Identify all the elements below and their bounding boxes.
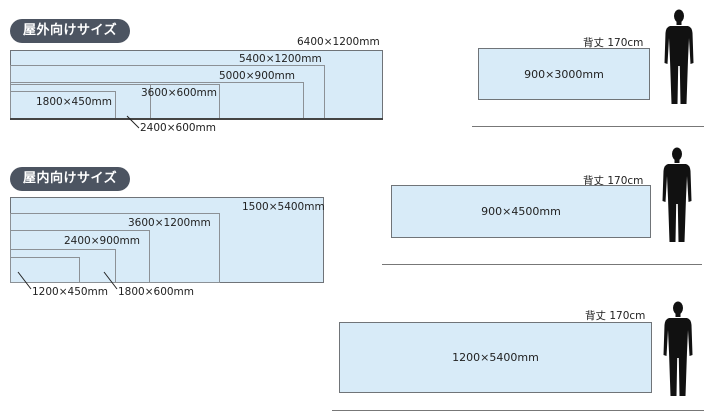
floor-line <box>382 264 702 265</box>
size-box-1500x5400 <box>10 197 324 283</box>
size-label-1200x450: 1200×450mm <box>32 286 109 298</box>
comparison-banner-900x4500: 900×4500mm <box>391 185 651 238</box>
size-box-6400x1200 <box>10 50 383 120</box>
diagram-baseline <box>10 118 383 120</box>
size-label-6400x1200: 6400×1200mm <box>297 36 380 48</box>
floor-line <box>472 126 704 127</box>
person-silhouette-icon <box>663 300 693 398</box>
size-label-1800x450: 1800×450mm <box>36 96 113 108</box>
height-label: 背丈 170cm <box>583 37 644 49</box>
size-label-5000x900: 5000×900mm <box>219 70 296 82</box>
comparison-banner-900x3000: 900×3000mm <box>478 48 650 100</box>
comparison-banner-1200x5400: 1200×5400mm <box>339 322 652 393</box>
floor-line <box>332 410 704 411</box>
person-silhouette-icon <box>664 8 694 106</box>
size-label-2400x600: 2400×600mm <box>140 122 217 134</box>
size-label-3600x600: 3600×600mm <box>141 87 218 99</box>
height-label: 背丈 170cm <box>585 310 646 322</box>
size-label-2400x900: 2400×900mm <box>64 235 141 247</box>
indoor-section-title: 屋内向けサイズ <box>10 167 131 191</box>
banner-size-label: 900×4500mm <box>481 205 561 218</box>
height-label: 背丈 170cm <box>583 175 644 187</box>
size-label-5400x1200: 5400×1200mm <box>239 53 322 65</box>
size-label-1800x600: 1800×600mm <box>118 286 195 298</box>
size-label-3600x1200: 3600×1200mm <box>128 217 211 229</box>
size-box-1200x450 <box>10 257 80 283</box>
banner-size-label: 900×3000mm <box>524 67 604 81</box>
person-silhouette-icon <box>662 146 692 244</box>
outdoor-section-title: 屋外向けサイズ <box>10 19 131 43</box>
banner-size-label: 1200×5400mm <box>452 351 539 364</box>
size-label-1500x5400: 1500×5400mm <box>242 201 325 213</box>
